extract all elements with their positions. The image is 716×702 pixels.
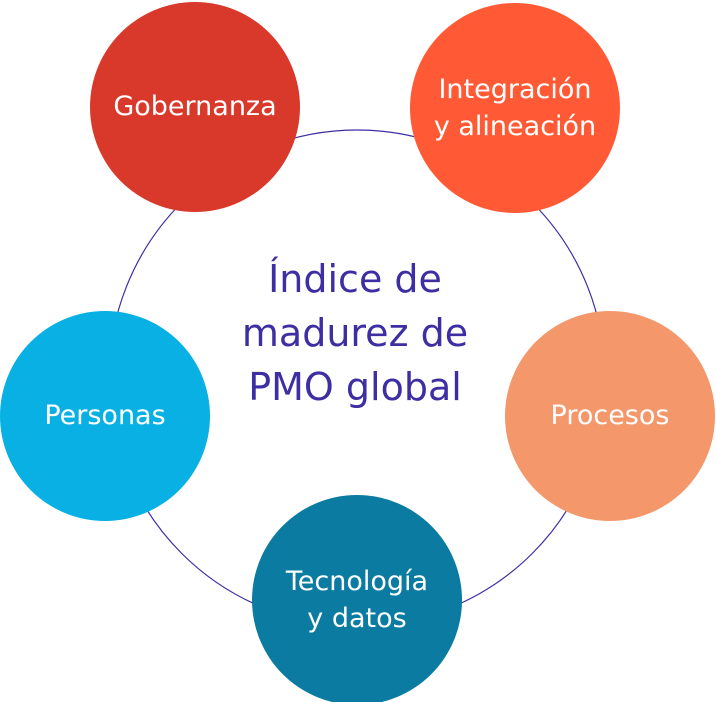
node-integracion-line-1: Integración: [438, 73, 592, 105]
node-integracion-alineacion: Integración y alineación: [410, 3, 620, 213]
center-title-line-2: madurez de: [241, 311, 469, 355]
node-tecnologia-label: Tecnología y datos: [286, 563, 428, 638]
node-procesos: Procesos: [505, 311, 715, 521]
node-gobernanza: Gobernanza: [90, 2, 300, 212]
center-title-line-3: PMO global: [248, 365, 462, 409]
node-integracion-line-2: y alineación: [433, 111, 597, 142]
node-tecnologia-line-1: Tecnología: [285, 565, 429, 597]
node-procesos-line-1: Procesos: [550, 400, 670, 432]
node-procesos-label: Procesos: [551, 397, 670, 434]
node-integracion-label: Integración y alineación: [434, 71, 596, 146]
node-gobernanza-label: Gobernanza: [113, 88, 276, 125]
node-personas-line-1: Personas: [44, 400, 166, 432]
node-tecnologia-datos: Tecnología y datos: [252, 495, 462, 702]
center-title-line-1: Índice de: [268, 257, 442, 301]
node-personas-label: Personas: [44, 397, 165, 434]
node-personas: Personas: [0, 311, 210, 521]
node-gobernanza-line-1: Gobernanza: [113, 91, 277, 123]
node-tecnologia-line-2: y datos: [307, 603, 407, 634]
center-title: Índice de madurez de PMO global: [205, 252, 505, 414]
